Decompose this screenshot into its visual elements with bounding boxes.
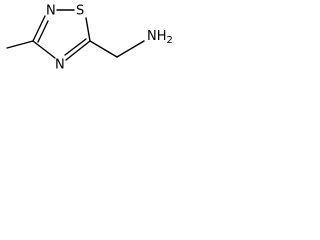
amine-label: NH2	[147, 29, 173, 46]
ring-bond-n4-c3	[32, 40, 56, 59]
nitrogen-2-label: N	[46, 4, 56, 19]
amine-nh: NH	[147, 29, 167, 44]
methylene-bond	[89, 40, 118, 58]
methyl-bond	[6, 40, 34, 49]
ring-bond-c5-n4	[65, 40, 91, 61]
nitrogen-4-label: N	[55, 58, 65, 73]
ring-bond-c5-n4-double	[64, 38, 87, 56]
ring-bond-c3-n2-double	[37, 20, 49, 43]
structure-diagram: N S N NH2	[6, 4, 173, 73]
ring-bond-c3-n2	[32, 15, 46, 42]
amine-bond	[116, 40, 145, 58]
amine-subscript: 2	[167, 35, 173, 46]
sulfur-label: S	[76, 4, 84, 19]
ring-bond-s1-c5	[85, 17, 91, 42]
